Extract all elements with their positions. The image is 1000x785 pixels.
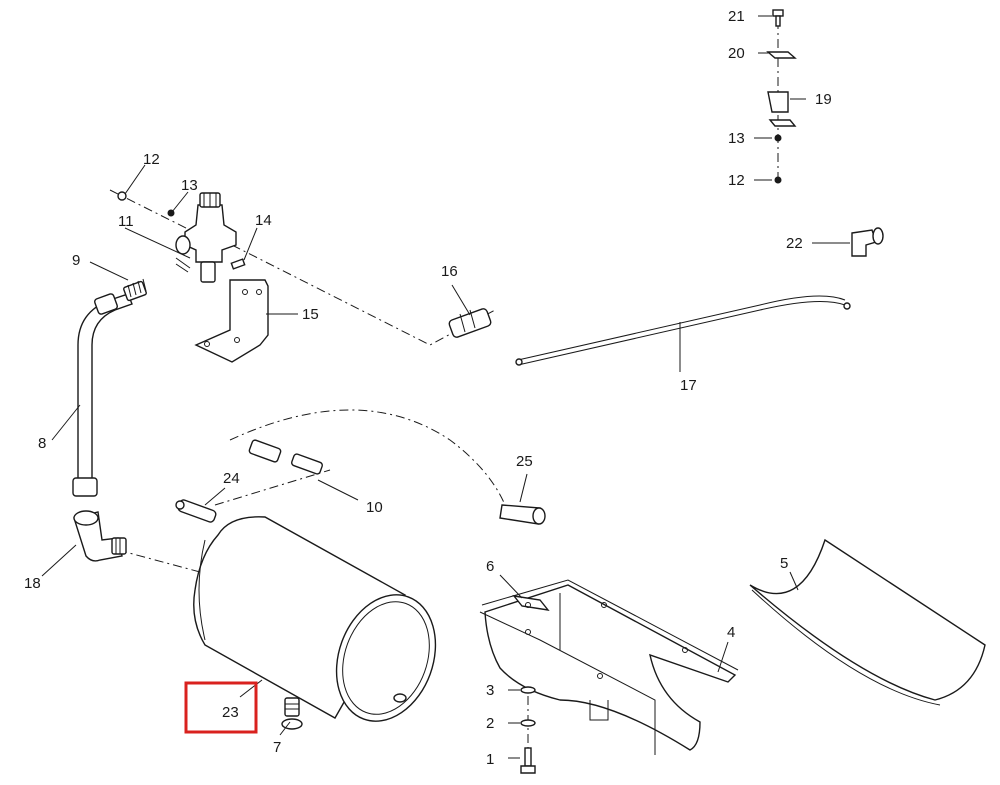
bracket-19 <box>767 91 797 127</box>
bracket-6 <box>512 595 550 611</box>
fitting-9 <box>123 278 147 302</box>
bracket-15 <box>194 279 269 363</box>
callout-3: 3 <box>486 682 494 699</box>
assembly-line <box>229 409 506 506</box>
washer-2 <box>520 719 536 727</box>
nut-12b <box>774 176 782 184</box>
callout-6: 6 <box>486 558 494 575</box>
tee-fitting-18 <box>73 510 127 562</box>
callout-21: 21 <box>728 8 745 25</box>
nut-12 <box>117 191 127 201</box>
callout-16: 16 <box>441 263 458 280</box>
valve-assembly-11 <box>175 192 237 283</box>
callout-17: 17 <box>680 377 697 394</box>
assembly-line <box>214 469 331 506</box>
callout-24: 24 <box>223 470 240 487</box>
clip-20 <box>766 51 797 59</box>
washer-13b <box>774 134 782 142</box>
callout-12: 12 <box>143 151 160 168</box>
air-tank-23 <box>193 516 437 722</box>
callout-13: 13 <box>181 177 198 194</box>
strap-5 <box>749 538 986 706</box>
callout-15: 15 <box>302 306 319 323</box>
callout-12-top-right: 12 <box>728 172 745 189</box>
callout-7: 7 <box>273 739 281 756</box>
assembly-line <box>109 189 201 236</box>
callout-18: 18 <box>24 575 41 592</box>
drain-plug-7 <box>281 697 303 730</box>
callout-22: 22 <box>786 235 803 252</box>
callout-8: 8 <box>38 435 46 452</box>
callout-14: 14 <box>255 212 272 229</box>
pipe-8 <box>72 293 133 497</box>
callout-20: 20 <box>728 45 745 62</box>
leader-lines <box>41 15 850 759</box>
connector-16 <box>448 308 492 338</box>
callout-4: 4 <box>727 624 735 641</box>
callout-2: 2 <box>486 715 494 732</box>
bolt-1 <box>520 747 536 774</box>
sensor-24 <box>175 499 217 523</box>
assembly-line <box>117 549 201 573</box>
screw-21 <box>772 9 784 27</box>
callout-9: 9 <box>72 252 80 269</box>
highlight-box-23 <box>184 681 258 734</box>
callout-23: 23 <box>222 704 239 721</box>
cradle-4 <box>479 579 739 755</box>
fitting-25 <box>499 504 546 525</box>
callout-13-top-right: 13 <box>728 130 745 147</box>
callout-1: 1 <box>486 751 494 768</box>
callout-5: 5 <box>780 555 788 572</box>
fitting-10 <box>248 439 324 475</box>
elbow-fitting-22 <box>851 227 884 257</box>
washer-3 <box>520 686 536 694</box>
hose-17 <box>515 295 851 366</box>
callout-25: 25 <box>516 453 533 470</box>
callout-11: 11 <box>118 213 134 230</box>
callout-19: 19 <box>815 91 832 108</box>
screw-14 <box>230 258 246 270</box>
callout-10: 10 <box>366 499 383 516</box>
